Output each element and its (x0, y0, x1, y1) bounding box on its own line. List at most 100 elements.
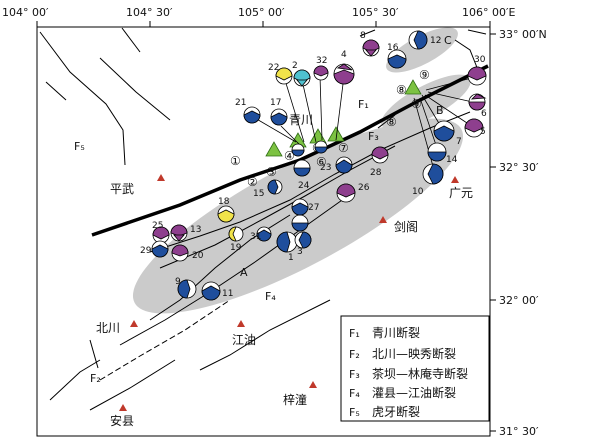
event-number: 3 (297, 247, 303, 257)
event-number: 15 (253, 189, 264, 199)
city-label: 梓潼 (283, 392, 307, 407)
event-number: 29 (140, 246, 152, 256)
circled-label: ⑨ (411, 97, 422, 111)
fault-label-F2: F₂ (90, 372, 101, 385)
circled-label: ⑥ (316, 155, 327, 169)
fault-label-F5: F₅ (74, 140, 85, 153)
circled-label: ③ (266, 165, 277, 179)
right-tick-label: 32° 00′ (499, 294, 539, 307)
beachball (170, 224, 188, 242)
event-number: 25 (152, 221, 163, 231)
fault-label-F3: F₃ (368, 130, 379, 143)
legend-box (340, 315, 490, 422)
beachball (243, 106, 261, 124)
city-marker (130, 320, 138, 327)
legend-name: 北川—映秀断裂 (372, 346, 456, 361)
event-numbers: 1 2 3 4 5 6 7 8 9 10 11 12 13 14 15 16 1… (140, 31, 487, 299)
beachball (276, 231, 298, 253)
beachball (201, 281, 221, 301)
circled-label: ⑨ (419, 68, 430, 82)
circled-label: ② (247, 175, 258, 189)
city-marker (157, 174, 165, 181)
leader-lines (247, 74, 484, 171)
legend-key: F₂ (349, 348, 360, 361)
event-number: 20 (192, 251, 204, 261)
top-tick-label: 104° 00′ (2, 6, 49, 19)
beachball (152, 226, 170, 244)
beachball (217, 205, 235, 223)
beachball (293, 159, 311, 177)
circled-label: ⑧ (386, 115, 397, 129)
event-number: 31 (250, 232, 261, 242)
event-number: 8 (360, 31, 366, 41)
event-number: 27 (308, 203, 319, 213)
beachball (294, 231, 312, 249)
event-number: 4 (341, 50, 347, 60)
beachball (291, 198, 309, 216)
legend-name: 茶坝—林庵寺断裂 (372, 366, 468, 381)
event-number: 6 (481, 109, 487, 119)
city-label: 北川 (96, 321, 120, 335)
event-number: 26 (358, 183, 370, 193)
circled-label: ⑧ (396, 83, 407, 97)
legend-key: F₄ (349, 387, 360, 400)
city-label: 安县 (110, 413, 134, 428)
city-marker (119, 404, 127, 411)
event-number: 9 (175, 277, 181, 287)
circled-label: ⑦ (338, 141, 349, 155)
beachball (422, 163, 444, 185)
beachball (387, 49, 407, 69)
legend-key: F₅ (349, 406, 360, 419)
beachball (267, 179, 283, 195)
event-number: 24 (298, 181, 310, 191)
event-number: 16 (387, 43, 399, 53)
triangle-marker (327, 126, 345, 142)
cities: 平武 青川 广元 剑阁 北川 江油 梓潼 安县 (96, 113, 473, 428)
event-number: 21 (235, 98, 246, 108)
beachball (228, 226, 244, 242)
circled-label: ④ (284, 149, 295, 163)
city-label: 广元 (449, 186, 473, 200)
legend-name: 青川断裂 (372, 325, 420, 340)
beachball (464, 118, 484, 138)
beachball (427, 142, 447, 162)
legend-key: F₃ (349, 368, 360, 381)
beachball (256, 226, 272, 242)
fault-label-F1: F₁ (358, 98, 369, 111)
beachball (275, 67, 293, 85)
event-number: 7 (456, 137, 462, 147)
top-tick-label: 105° 30′ (352, 6, 399, 19)
beachball (408, 30, 428, 50)
beachball (336, 183, 356, 203)
event-number: 28 (370, 168, 382, 178)
right-tick-label: 31° 30′ (499, 425, 539, 438)
legend-key: F₁ (349, 327, 360, 340)
beachball (314, 140, 328, 154)
event-number: 5 (480, 127, 486, 137)
right-axis: 33° 00′N 32° 30′ 32° 00′ 31° 30′ (490, 28, 547, 438)
large-event-triangles (265, 79, 422, 157)
legend: F₁ 青川断裂 F₂ 北川—映秀断裂 F₃ 茶坝—林庵寺断裂 F₄ 灌县—江油断… (340, 315, 490, 422)
beachball (313, 65, 329, 81)
event-number: 30 (474, 55, 486, 65)
circled-label: ① (230, 154, 241, 168)
event-number: 23 (320, 163, 331, 173)
right-tick-label: 33° 00′N (499, 28, 547, 41)
city-label: 江油 (232, 333, 256, 347)
city-label: 青川 (289, 113, 313, 127)
event-number: 17 (270, 98, 281, 108)
beachball (467, 66, 487, 86)
event-number: 22 (268, 63, 279, 73)
zone-label-A: A (240, 266, 248, 279)
top-tick-label: 106° 00′E (462, 6, 515, 19)
beachball (468, 93, 487, 111)
event-number: 18 (218, 197, 230, 207)
beachball (371, 146, 389, 164)
beachball (151, 240, 169, 258)
triangle-marker (265, 141, 283, 157)
legend-name: 灌县—江油断裂 (372, 385, 456, 400)
city-label: 剑阁 (394, 219, 418, 234)
fault-label-F4: F₄ (265, 290, 276, 303)
event-number: 2 (292, 61, 298, 71)
